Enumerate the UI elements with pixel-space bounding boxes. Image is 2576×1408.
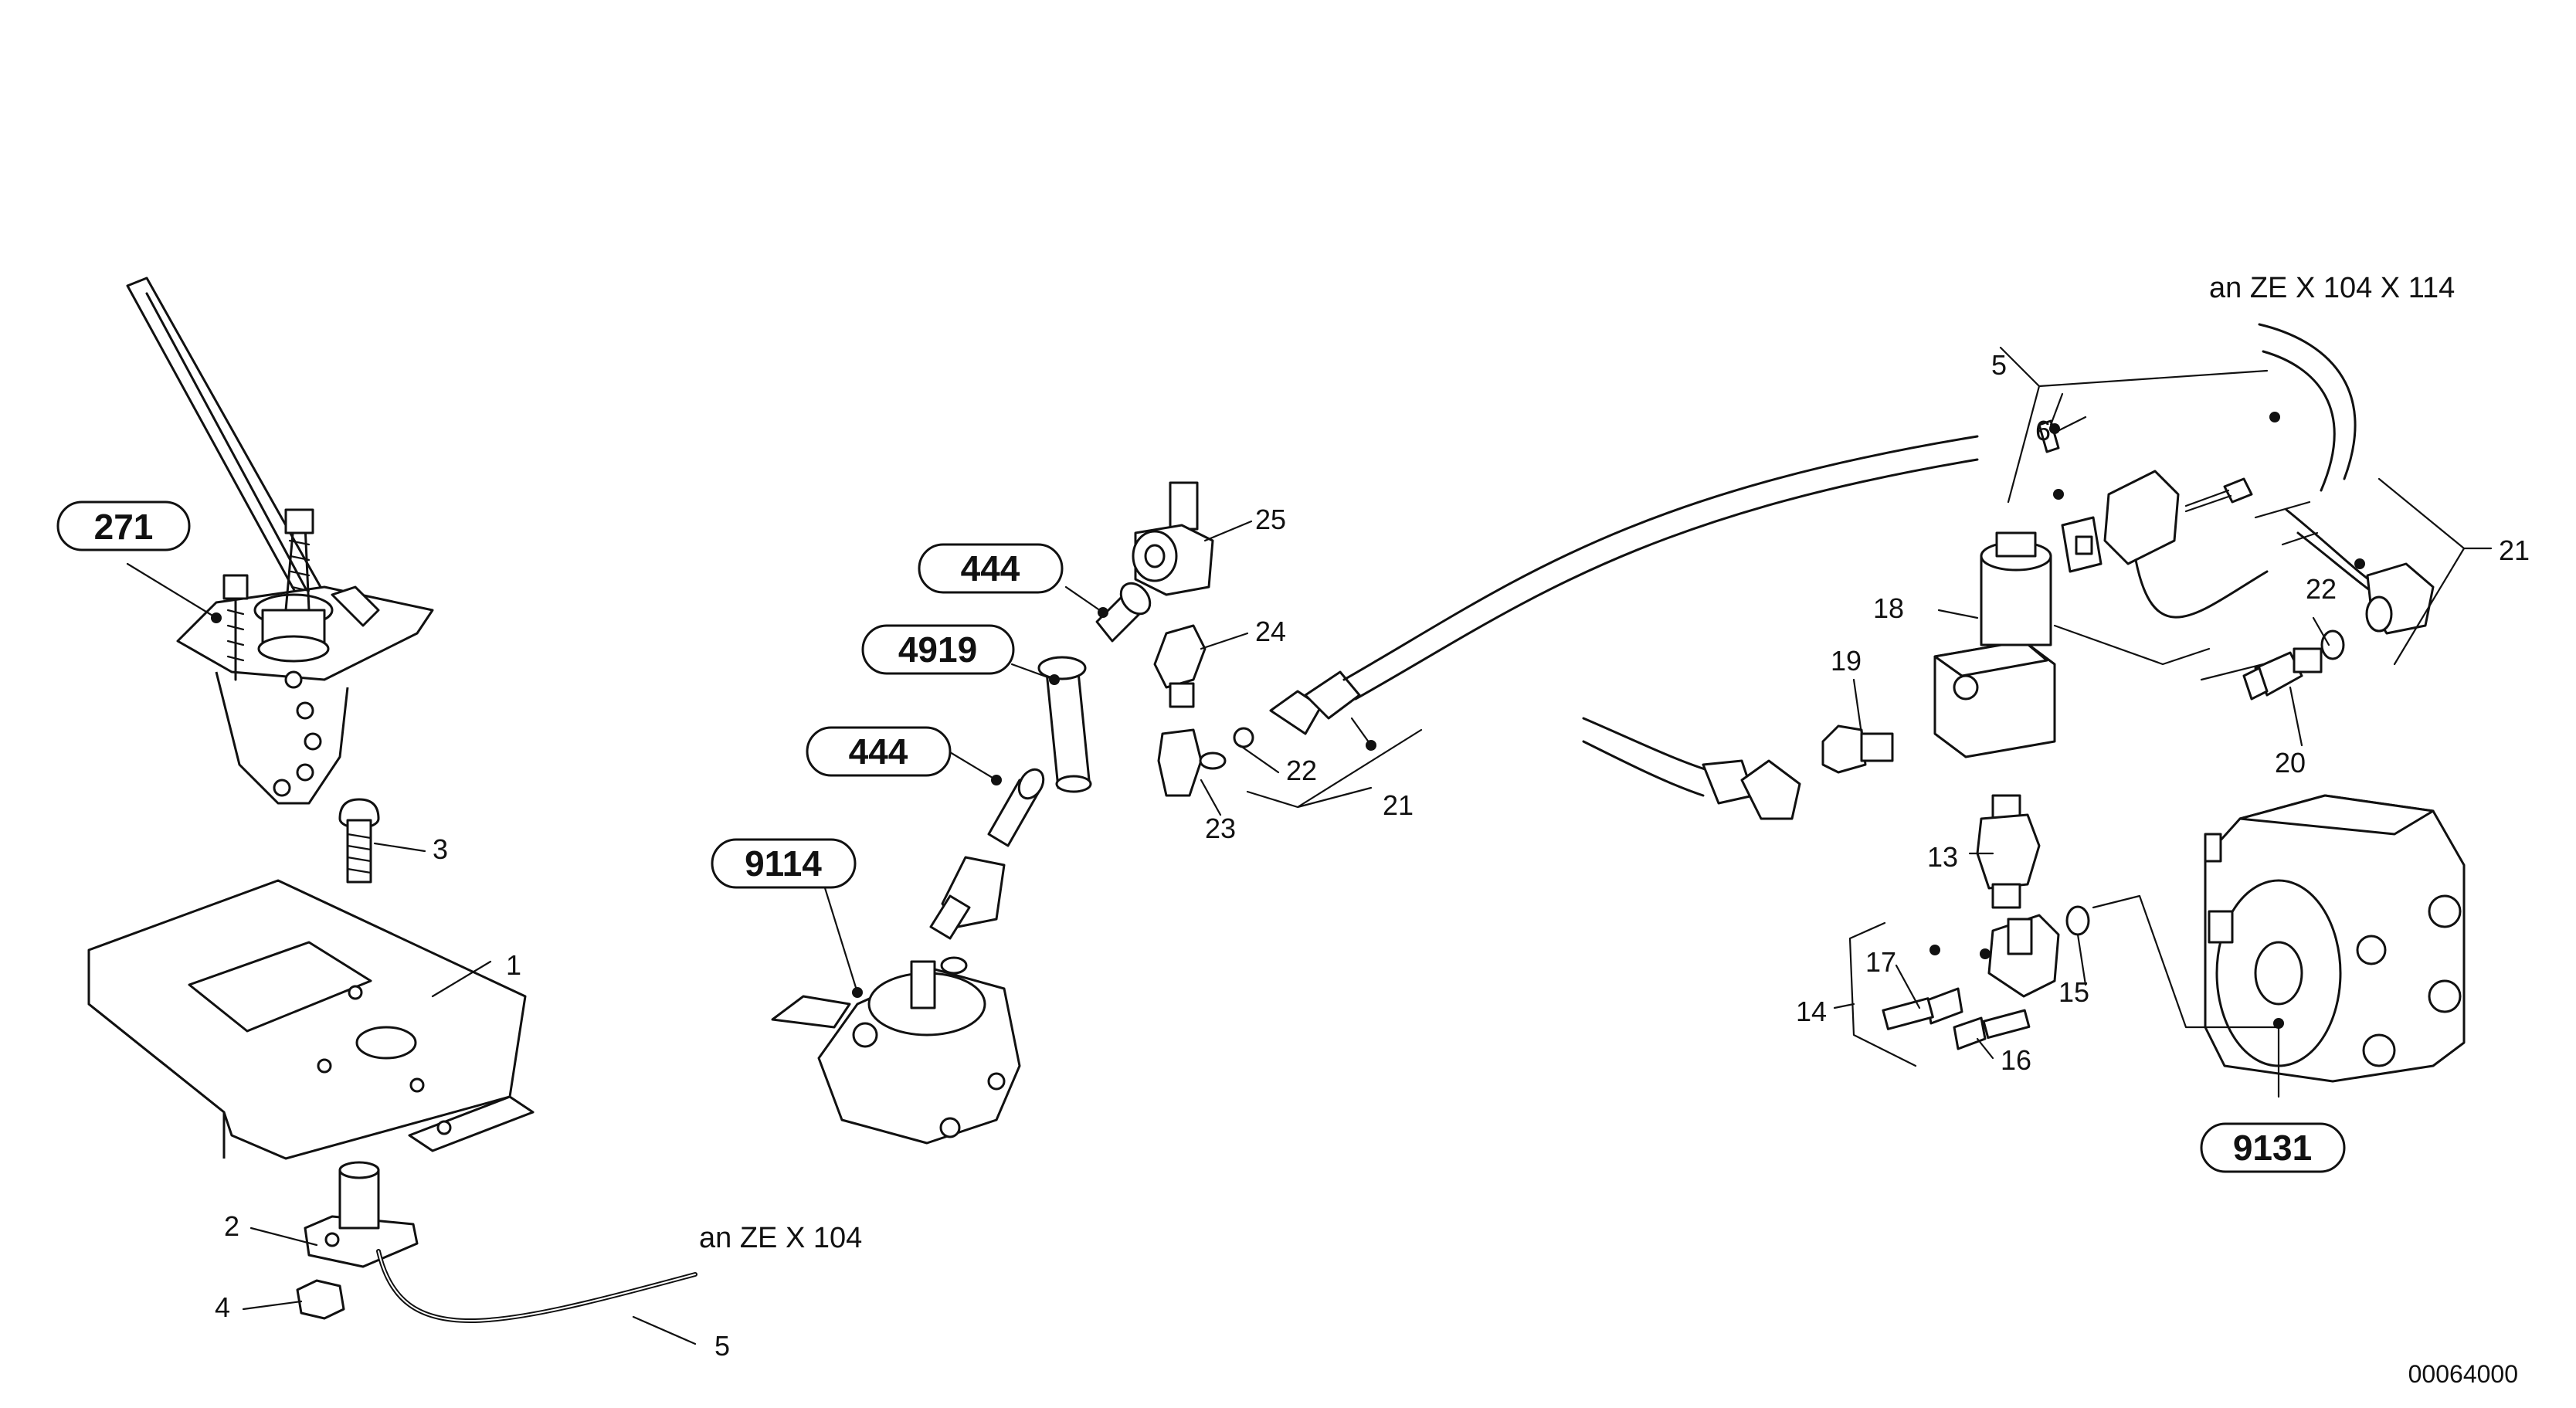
callout-5-bottom: 5 [714,1330,730,1362]
ref-271-frame [56,500,191,551]
callout-21-right: 21 [2499,534,2530,566]
callout-17: 17 [1865,946,1896,978]
ref-444-b[interactable]: 444 [849,731,908,772]
callout-2: 2 [224,1210,239,1242]
callout-3: 3 [433,833,448,865]
ref-4919[interactable]: 4919 [898,629,977,670]
connection-label-bottom: an ZE X 104 [699,1222,862,1254]
callout-24: 24 [1255,616,1286,647]
callout-23: 23 [1205,813,1236,844]
pedal-assembly [126,277,434,805]
screw-3 [338,798,380,884]
right-hose [2258,323,2435,660]
reference-bubbles: 271 444 4919 444 9114 9131 [56,500,2346,1173]
ref-271[interactable]: 271 [94,507,154,547]
callout-5-top: 5 [1991,349,2007,381]
flange-group [1882,905,2090,1050]
callout-18: 18 [1873,592,1904,624]
valve-9114 [771,956,1021,1145]
callout-6: 6 [2035,415,2051,446]
ref-4919-frame [861,624,1015,675]
callout-15: 15 [2058,976,2089,1008]
ref-9114[interactable]: 9114 [745,843,822,884]
pump-9131 [2204,794,2466,1083]
switch-assembly [296,1161,697,1323]
callout-25: 25 [1255,504,1286,535]
ref-444-a-frame [918,543,1064,594]
hydraulic-hose [1269,435,1979,820]
callout-22-right: 22 [2306,573,2337,605]
mounting-plate [87,879,535,1160]
ref-444-b-frame [806,726,952,777]
ref-444-a[interactable]: 444 [961,548,1020,589]
fittings-column [929,582,1152,940]
ref-9114-frame [711,838,857,889]
document-number: 00064000 [2408,1360,2518,1388]
callout-13: 13 [1927,841,1958,873]
callout-4: 4 [215,1291,230,1323]
leader-lines [126,346,2493,1345]
callout-21-mid: 21 [1383,789,1414,821]
valve-block [1821,516,2103,774]
tee-fitting-group [1132,481,1254,797]
fitting-13 [1976,794,2041,909]
callout-numbers: 1 2 3 4 5 5 6 13 14 15 16 17 18 19 20 21… [215,349,2530,1362]
solenoid-plug [2038,416,2319,619]
fitting-20 [2242,647,2323,701]
callout-19: 19 [1831,645,1862,677]
callout-22-mid: 22 [1286,755,1317,786]
connection-label-top: an ZE X 104 X 114 [2209,272,2455,304]
callout-14: 14 [1796,996,1827,1027]
callout-1: 1 [506,949,521,981]
callout-20: 20 [2275,747,2306,779]
callout-16: 16 [2001,1044,2031,1076]
ref-9131-frame [2200,1122,2346,1173]
ref-9131[interactable]: 9131 [2233,1128,2312,1168]
